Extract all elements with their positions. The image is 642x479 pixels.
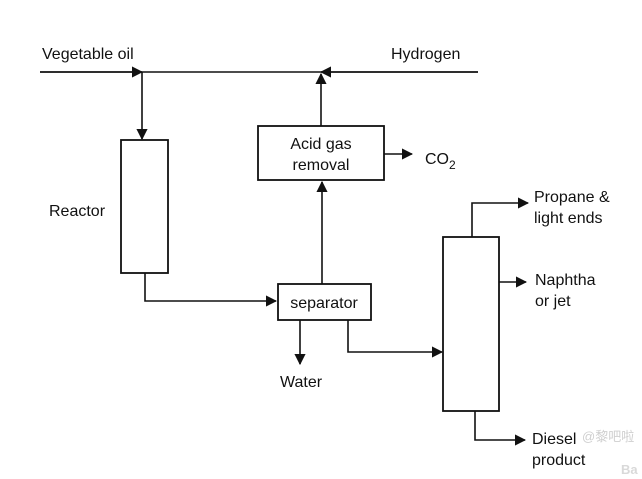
label-propane-line2: light ends <box>534 210 603 227</box>
label-hydrogen: Hydrogen <box>391 46 460 63</box>
watermark-brand: Ba <box>621 462 638 477</box>
diesel-outlet-line <box>474 411 527 446</box>
label-water: Water <box>280 374 323 391</box>
propane-outlet-line <box>471 197 530 237</box>
separator-to-column-line <box>347 320 444 358</box>
distillation-column <box>442 236 500 412</box>
label-diesel-line2: product <box>532 452 586 469</box>
label-naphtha-line1: Naphtha <box>535 272 596 289</box>
label-co2-main: CO <box>425 151 449 168</box>
label-acid-gas-line1: Acid gas <box>290 136 351 153</box>
label-naphtha-line2: or jet <box>535 293 571 310</box>
acid-gas-removal-box <box>257 125 385 181</box>
reactor-to-separator-line <box>144 273 278 307</box>
label-acid-gas-line2: removal <box>293 157 350 174</box>
label-separator: separator <box>290 295 358 312</box>
separator-box <box>277 283 372 321</box>
label-co2-subscript: 2 <box>449 158 456 172</box>
label-diesel-line1: Diesel <box>532 431 576 448</box>
label-propane-line1: Propane & <box>534 189 610 206</box>
label-co2: CO2 <box>425 151 456 172</box>
watermark-text: @黎吧啦 <box>582 429 634 444</box>
label-reactor: Reactor <box>49 203 106 220</box>
reactor-vessel <box>120 139 169 274</box>
label-vegetable-oil: Vegetable oil <box>42 46 134 63</box>
